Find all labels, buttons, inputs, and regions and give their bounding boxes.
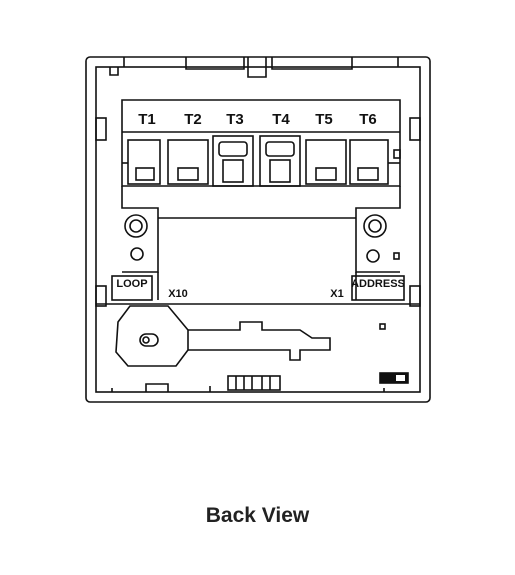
- bottom-connector: [227, 375, 281, 391]
- terminal-label-t1: T1: [138, 111, 156, 128]
- left-screw-hole: [124, 214, 148, 238]
- terminal-label-t3: T3: [226, 111, 244, 128]
- dip-switch-window: [396, 375, 405, 381]
- right-screw-hole-inner: [368, 219, 382, 233]
- terminal-label-t6: T6: [359, 111, 377, 128]
- left-screw-hole-inner: [129, 219, 143, 233]
- key-slot: [139, 333, 159, 347]
- label-loop: LOOP: [116, 278, 147, 290]
- dip-switch: [379, 372, 409, 384]
- terminal-label-t4: T4: [272, 111, 290, 128]
- key-holder: [115, 305, 189, 367]
- right-led-marker: [393, 252, 400, 260]
- small-component: [379, 323, 386, 330]
- right-clip-lower: [409, 285, 421, 307]
- bottom-edge-details: [111, 383, 385, 392]
- left-led: [130, 247, 144, 261]
- loop-label-box: [111, 275, 153, 301]
- key-slot-dot: [142, 336, 150, 344]
- terminal-label-t2: T2: [184, 111, 202, 128]
- terminal-label-t5: T5: [315, 111, 333, 128]
- top-notches: [123, 57, 399, 78]
- label-x10: X10: [168, 288, 188, 300]
- label-x1: X1: [330, 288, 343, 300]
- label-address: ADDRESS: [351, 278, 405, 290]
- top-clip: [109, 67, 119, 76]
- left-clip-upper: [95, 117, 107, 141]
- left-clip-lower: [95, 285, 107, 307]
- bottom-connector-pins: [235, 376, 271, 390]
- key-shaft: [188, 321, 331, 361]
- board-outline: [121, 186, 401, 273]
- right-led: [366, 249, 380, 263]
- right-screw-hole: [363, 214, 387, 238]
- view-caption: Back View: [205, 504, 310, 527]
- terminal-connectors: [122, 135, 401, 187]
- right-clip-upper: [409, 117, 421, 141]
- housing-inner: [95, 66, 421, 393]
- housing-outer: [85, 56, 431, 403]
- address-label-box: [351, 275, 405, 301]
